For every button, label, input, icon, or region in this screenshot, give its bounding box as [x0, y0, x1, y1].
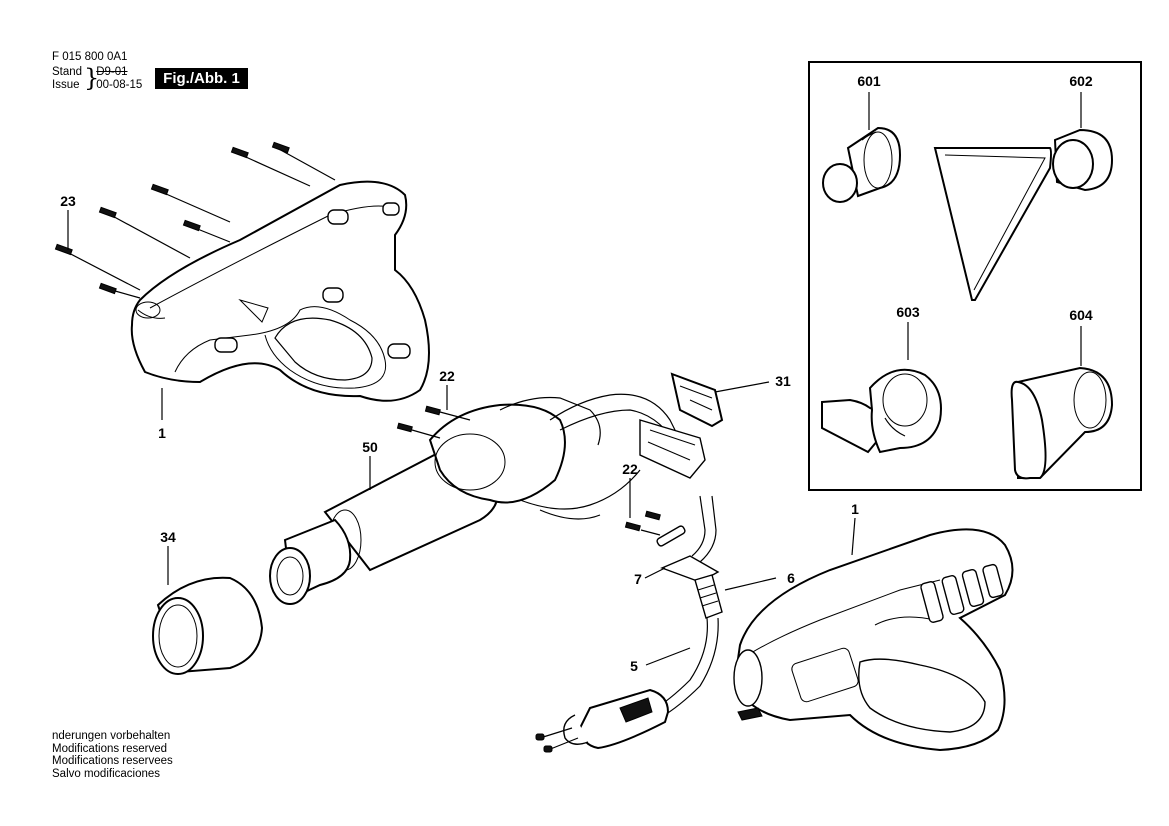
footer-line-fr: Modifications reservees	[52, 755, 173, 767]
part-number-1-lower: 1	[851, 501, 859, 517]
stand-label: Stand	[52, 66, 83, 78]
leader-lines	[67, 92, 1082, 666]
stand-row: Stand D9-01	[52, 65, 128, 79]
assembled-tool-drawing	[733, 528, 1014, 752]
new-date: 00-08-15	[96, 79, 143, 91]
screws-22a-drawing	[396, 405, 471, 439]
footer-line-es: Salvo modificaciones	[52, 767, 161, 780]
part-number-50: 50	[362, 439, 378, 455]
modifications-note: nderungen vorbehalten Modifications rese…	[52, 730, 173, 780]
part-number-31: 31	[775, 373, 791, 389]
part-number-23: 23	[60, 193, 76, 209]
nozzle-601-drawing	[822, 126, 902, 203]
part-number-5: 5	[630, 658, 638, 674]
housing-half-drawing	[130, 180, 430, 402]
nozzle-602-drawing	[933, 128, 1114, 301]
part-number-1-upper: 1	[158, 425, 166, 441]
power-cord-drawing	[535, 495, 723, 753]
footer-line-de: nderungen vorbehalten	[52, 730, 171, 742]
part-number-601: 601	[857, 73, 881, 89]
part-number-603: 603	[896, 304, 920, 320]
heating-element-drawing	[269, 393, 706, 605]
part-number-604: 604	[1069, 307, 1093, 323]
accessory-frame	[808, 61, 1142, 491]
nozzle-603-drawing	[821, 368, 942, 454]
cord-clamp-7-drawing	[624, 510, 720, 583]
issue-row: Issue 00-08-15	[52, 78, 142, 92]
part-number-7: 7	[634, 571, 642, 587]
part-number-22-lower: 22	[622, 461, 638, 477]
old-date: D9-01	[96, 66, 128, 78]
part-number-34: 34	[160, 529, 176, 545]
footer-line-en: Modifications reserved	[52, 742, 168, 755]
brace-symbol: }	[84, 64, 100, 92]
switch-31-drawing	[670, 372, 724, 428]
screws-23-drawing	[54, 141, 336, 299]
nozzle-604-drawing	[1010, 366, 1114, 480]
issue-label: Issue	[52, 79, 80, 91]
figure-badge: Fig./Abb. 1	[155, 68, 248, 89]
part-number-602: 602	[1069, 73, 1093, 89]
part-number-22-upper: 22	[439, 368, 455, 384]
part-number-6: 6	[787, 570, 795, 586]
document-number: F 015 800 0A1	[52, 51, 128, 63]
end-cap-34-drawing	[152, 576, 264, 675]
